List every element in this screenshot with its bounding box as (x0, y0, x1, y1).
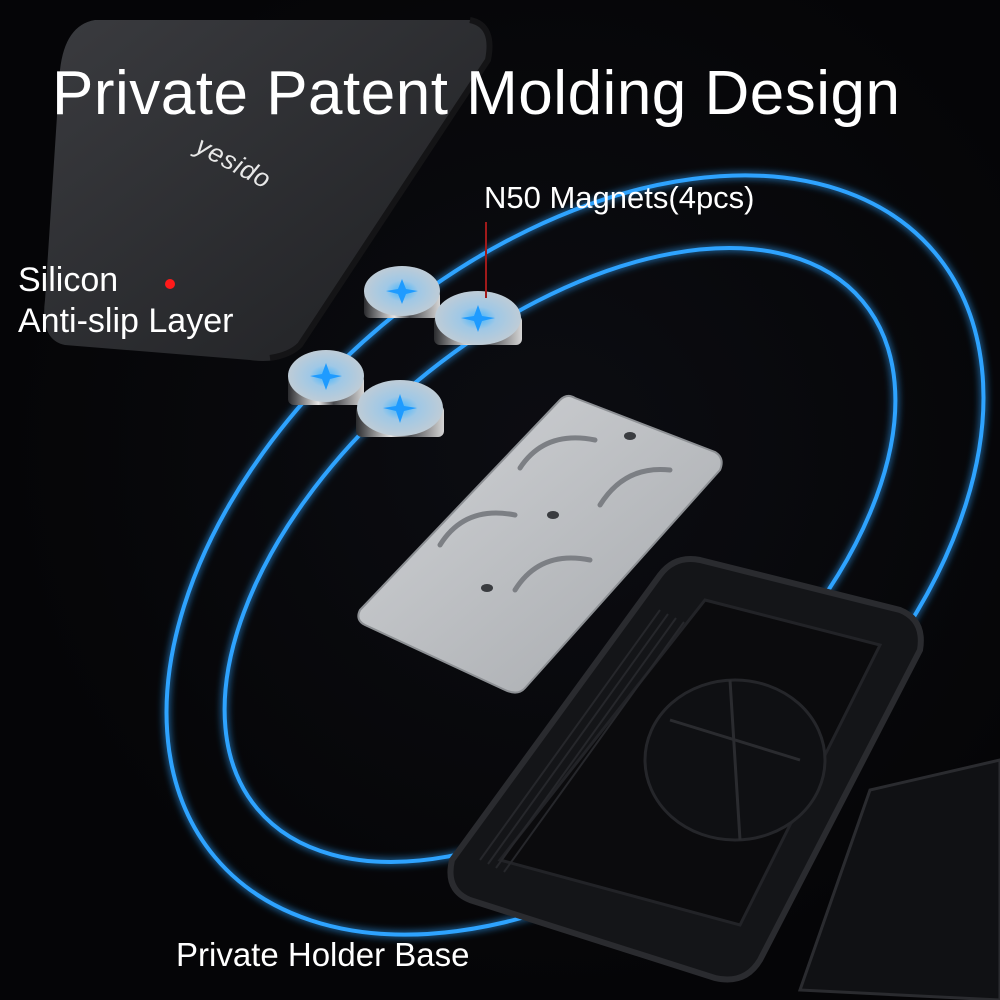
silicon-layer-label: Silicon Anti-slip Layer (18, 260, 233, 342)
holder-base (447, 556, 1000, 1000)
n50-magnets (288, 266, 522, 437)
holder-base-label: Private Holder Base (176, 936, 470, 973)
magnet-2 (434, 291, 522, 345)
silicon-pad (44, 17, 493, 361)
page-title: Private Patent Molding Design (52, 59, 901, 128)
magnet-4 (356, 380, 444, 437)
magnet-1 (364, 266, 440, 318)
magnet-3 (288, 350, 364, 405)
magnets-label: N50 Magnets(4pcs) (484, 180, 755, 215)
metal-plate (357, 394, 723, 694)
callout-pointers (165, 222, 487, 298)
silicon-label-line2: Anti-slip Layer (18, 302, 234, 340)
silicon-label-line1: Silicon (18, 261, 119, 299)
